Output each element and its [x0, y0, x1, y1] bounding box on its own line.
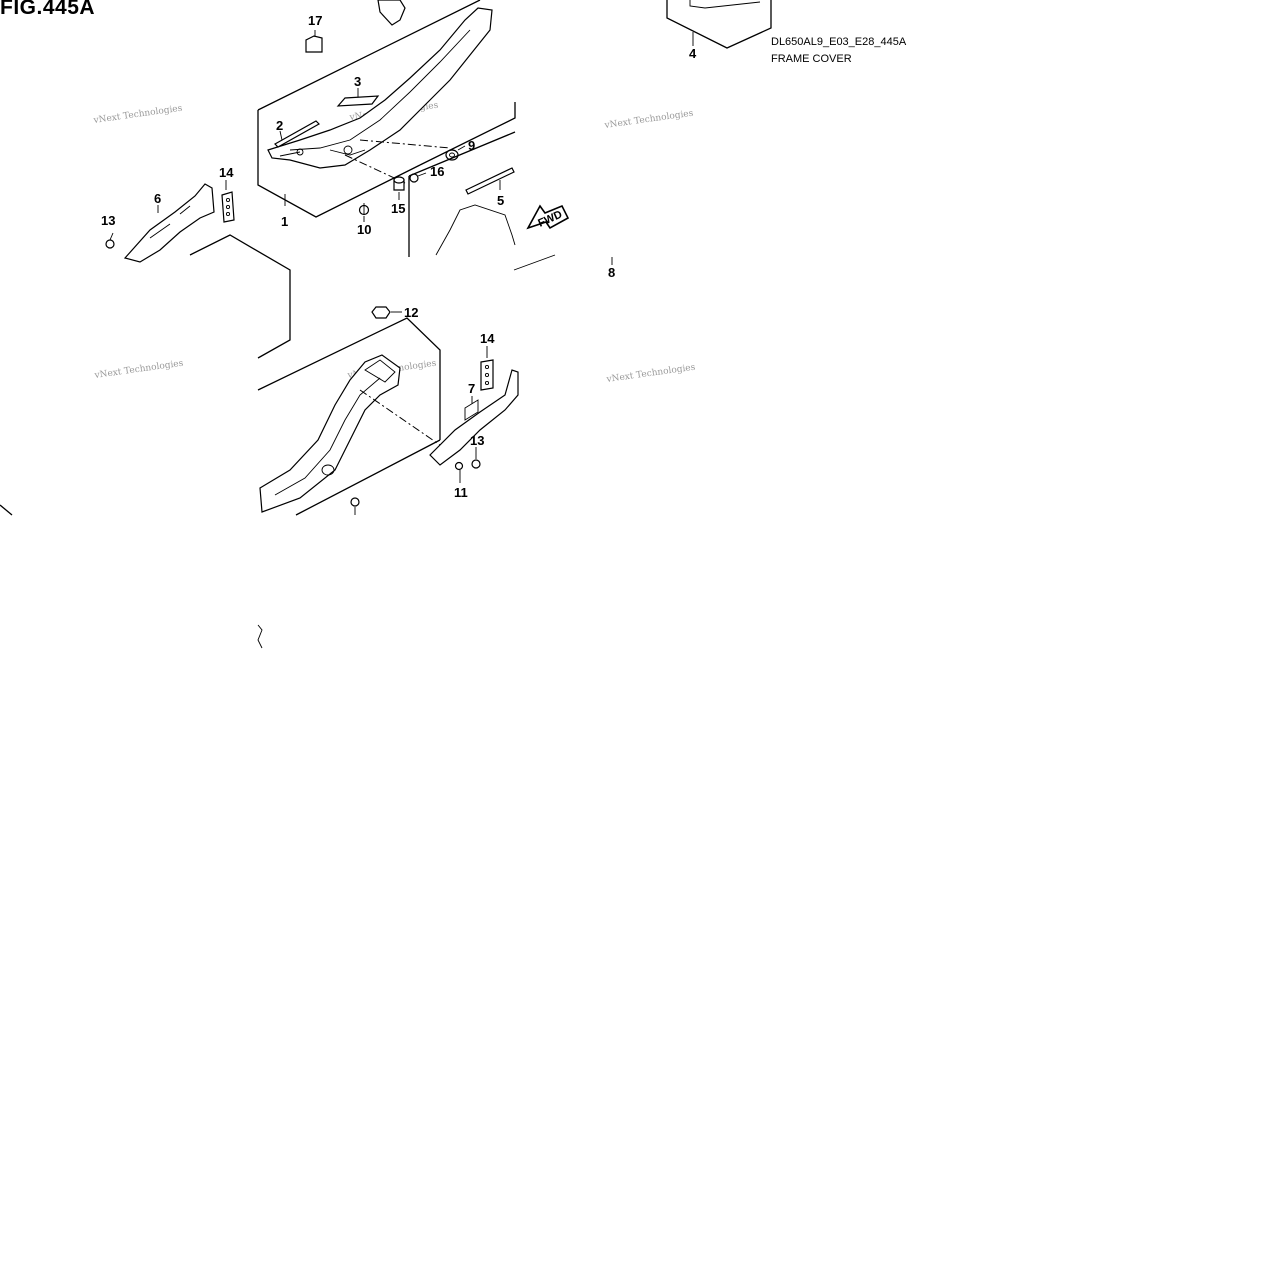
panel-part-7-bracket [257, 359, 519, 649]
fwd-arrow-icon: FWD [526, 204, 570, 230]
callout-14b: 14 [480, 331, 495, 346]
panel-part-6 [0, 183, 291, 516]
callout-13b: 13 [470, 433, 484, 448]
figure-name: FRAME COVER [771, 53, 852, 65]
callout-1: 1 [281, 214, 288, 229]
callout-14: 14 [219, 165, 234, 180]
callout-6: 6 [154, 191, 161, 206]
callout-5: 5 [497, 193, 504, 208]
callout-7: 7 [468, 381, 475, 396]
callout-4: 4 [689, 46, 697, 61]
callout-9: 9 [468, 138, 475, 153]
callout-labels: 17 3 2 1 9 16 10 15 5 4 8 6 14 13 12 14 … [101, 13, 697, 500]
panel-part-5 [408, 131, 556, 271]
leader-lines [109, 30, 613, 483]
callout-17: 17 [308, 13, 322, 28]
callout-15: 15 [391, 201, 405, 216]
watermark: vNext Technologies [603, 109, 694, 132]
callout-13: 13 [101, 213, 115, 228]
callout-11: 11 [454, 485, 468, 500]
callout-2: 2 [276, 118, 283, 133]
panel-part-4 [666, 0, 772, 49]
callout-8: 8 [608, 265, 615, 280]
watermark: vNext Technologies [93, 359, 184, 382]
callout-3: 3 [354, 74, 361, 89]
callout-12: 12 [404, 305, 418, 320]
figure-title: FIG.445A [0, 0, 96, 19]
callout-16: 16 [430, 164, 444, 179]
figure-code: DL650AL9_E03_E28_445A [771, 36, 907, 48]
panel-part-7 [257, 306, 441, 516]
callout-10: 10 [357, 222, 371, 237]
watermark: vNext Technologies [92, 104, 183, 127]
watermark: vNext Technologies [605, 363, 696, 386]
